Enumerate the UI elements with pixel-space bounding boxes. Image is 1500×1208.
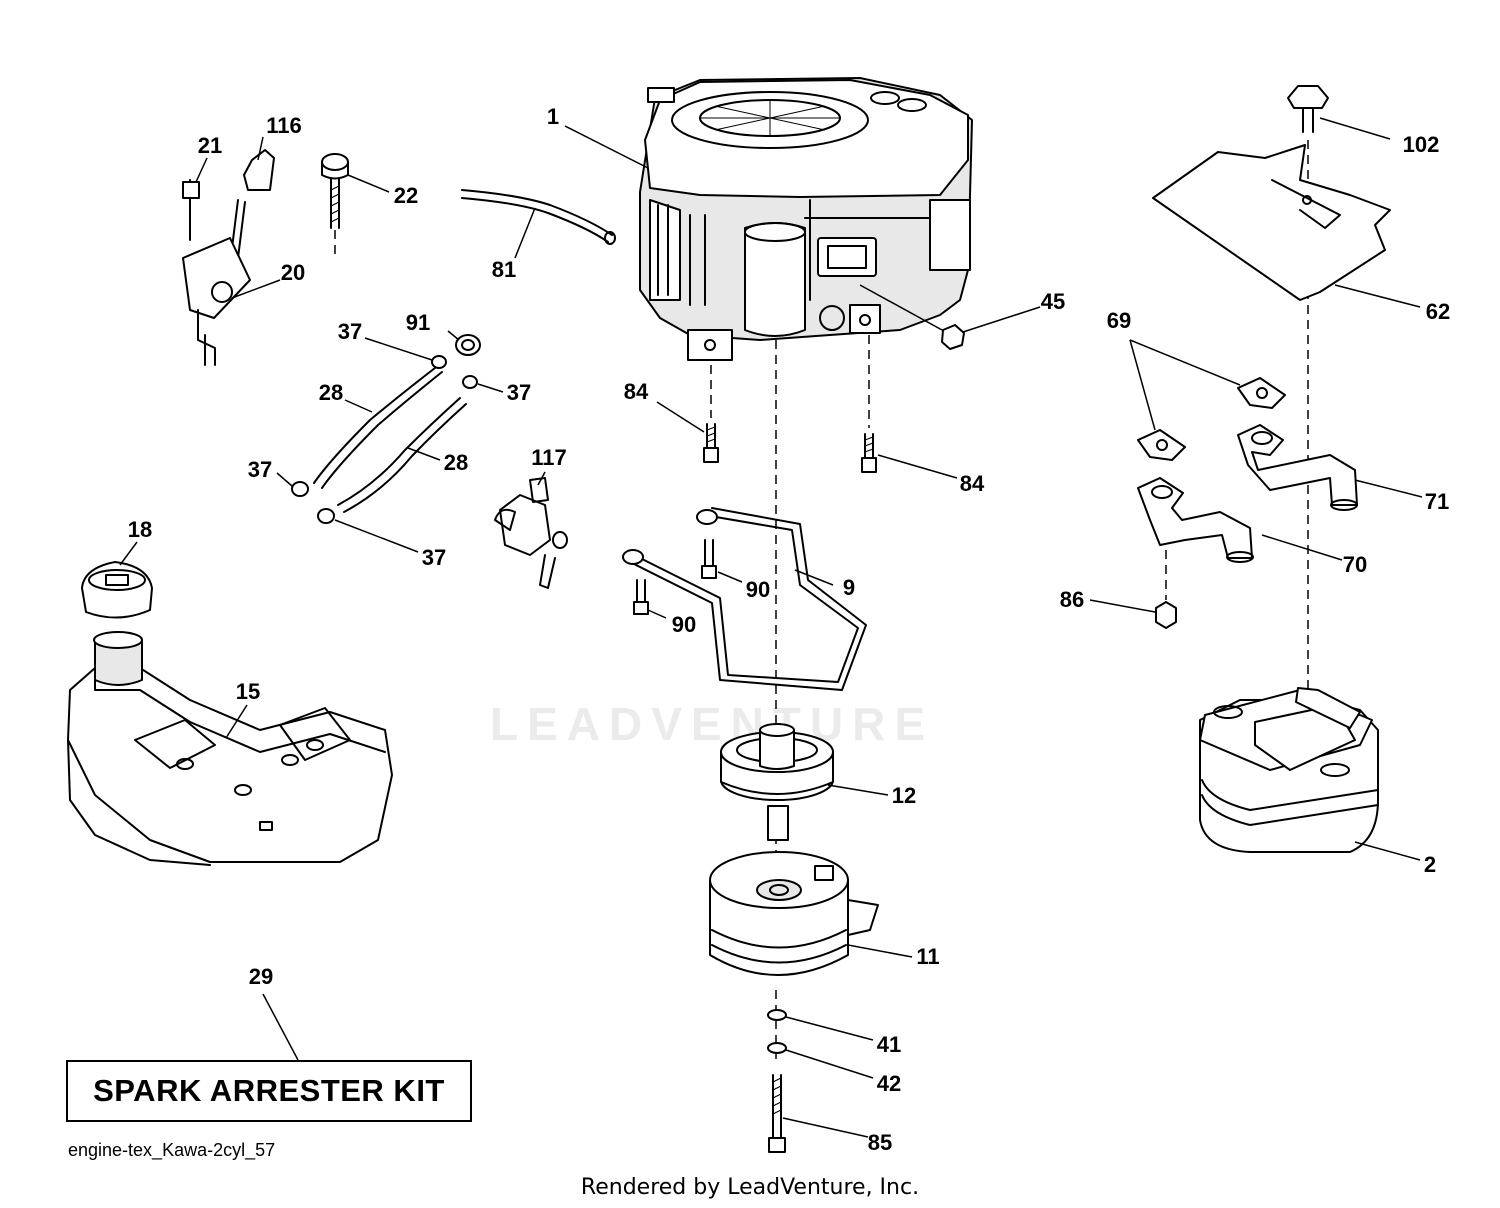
part-label-86: 86 xyxy=(1059,587,1085,612)
part-label-91: 91 xyxy=(405,310,431,335)
part-label-41: 41 xyxy=(876,1032,902,1057)
hose-clamps-37-drawing xyxy=(291,355,478,524)
part-label-37-b: 37 xyxy=(506,380,532,405)
part-label-11: 11 xyxy=(916,944,940,969)
part-label-28-lower: 28 xyxy=(443,450,469,475)
part-label-85: 85 xyxy=(867,1130,893,1155)
part-label-116: 116 xyxy=(266,113,302,138)
washers-bolt-drawing xyxy=(767,1009,787,1153)
bolts-84-drawing xyxy=(703,423,877,473)
part-label-21: 21 xyxy=(197,133,223,158)
part-label-22: 22 xyxy=(393,183,419,208)
exhaust-pipes-drawing xyxy=(1137,424,1358,563)
part-label-37-d: 37 xyxy=(421,545,447,570)
spark-arrester-kit-label: SPARK ARRESTER KIT xyxy=(93,1073,445,1108)
part-label-70: 70 xyxy=(1342,552,1368,577)
footer-credit: Rendered by LeadVenture, Inc. xyxy=(580,1175,920,1200)
part-label-81: 81 xyxy=(491,257,517,282)
part-label-18: 18 xyxy=(127,517,153,542)
part-label-90-b: 90 xyxy=(671,612,697,637)
fuel-tank-15-drawing xyxy=(67,631,393,866)
part-label-90-a: 90 xyxy=(745,577,771,602)
part-label-45: 45 xyxy=(1040,289,1066,314)
pulley-12-drawing xyxy=(720,723,834,841)
leader-lines xyxy=(119,117,1423,1138)
part-label-84-a: 84 xyxy=(623,379,649,404)
part-label-69: 69 xyxy=(1106,308,1132,333)
tube-81-drawing xyxy=(461,189,616,245)
part-label-29: 29 xyxy=(248,964,274,989)
throttle-control-drawing xyxy=(182,149,275,366)
part-label-15: 15 xyxy=(235,679,261,704)
engine-drawing xyxy=(639,77,973,361)
fitting-91-drawing xyxy=(455,334,481,356)
part-label-84-b: 84 xyxy=(959,471,985,496)
part-label-20: 20 xyxy=(280,260,306,285)
drawing-id: engine-tex_Kawa-2cyl_57 xyxy=(68,1140,276,1160)
knob-102-drawing xyxy=(1287,85,1329,133)
nut-45-drawing xyxy=(941,324,965,350)
spark-arrester-kit-box: SPARK ARRESTER KIT xyxy=(66,1060,472,1122)
muffler-2-drawing xyxy=(1199,687,1379,853)
clutch-11-drawing xyxy=(709,851,879,976)
heat-shield-62-drawing xyxy=(1152,144,1391,301)
part-label-9: 9 xyxy=(842,575,856,600)
fuel-cap-18-drawing xyxy=(81,561,153,619)
part-label-102: 102 xyxy=(1402,132,1440,157)
gaskets-69-drawing xyxy=(1137,377,1286,461)
valve-117-drawing xyxy=(494,477,568,589)
part-label-37-c: 37 xyxy=(247,457,273,482)
part-label-62: 62 xyxy=(1425,299,1451,324)
bolt-22-drawing xyxy=(321,153,349,229)
part-label-28-upper: 28 xyxy=(318,380,344,405)
part-label-71: 71 xyxy=(1424,489,1450,514)
part-label-2: 2 xyxy=(1423,852,1437,877)
part-label-42: 42 xyxy=(876,1071,902,1096)
nut-86-drawing xyxy=(1155,601,1177,629)
part-label-1: 1 xyxy=(546,104,560,129)
bracket-9-drawing xyxy=(622,507,867,691)
part-label-37-a: 37 xyxy=(337,319,363,344)
part-label-117: 117 xyxy=(531,445,567,470)
watermark: LEADVENTURE xyxy=(490,698,935,750)
fuel-hoses-28-drawing xyxy=(313,367,467,513)
part-label-12: 12 xyxy=(891,783,917,808)
